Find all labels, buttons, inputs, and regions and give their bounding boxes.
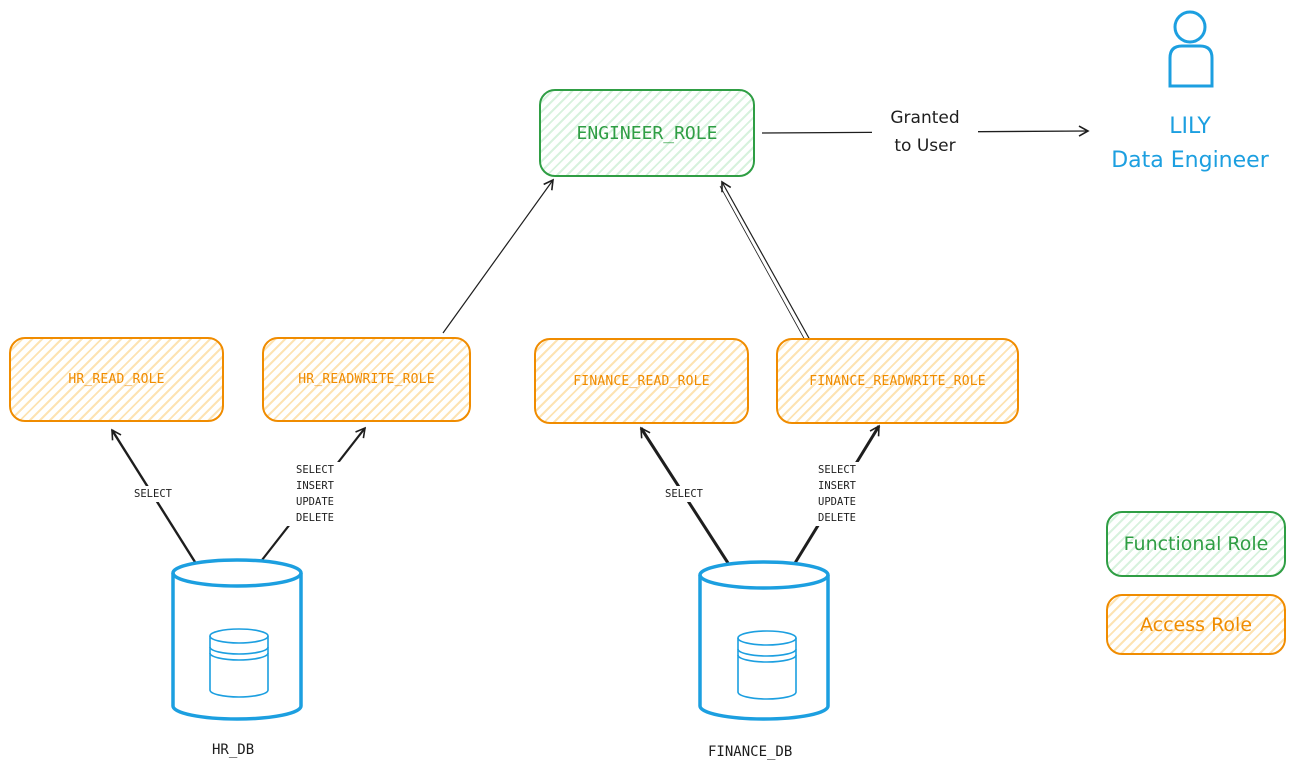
hr-readwrite-role-label: HR_READWRITE_ROLE [298, 372, 435, 387]
grant-label: Granted to User [872, 104, 978, 160]
hr-readwrite-role-box: HR_READWRITE_ROLE [262, 337, 471, 422]
finance-db-cylinder [698, 560, 830, 721]
hr-db-label: HR_DB [212, 742, 255, 758]
privilege-update: UPDATE [296, 496, 334, 508]
privilege-delete: DELETE [296, 512, 334, 524]
privilege-delete: DELETE [818, 512, 856, 524]
legend-access-role: Access Role [1106, 594, 1286, 655]
privilege-select: SELECT [665, 488, 703, 500]
privilege-update: UPDATE [818, 496, 856, 508]
finance-readwrite-role-label: FINANCE_READWRITE_ROLE [809, 373, 986, 389]
user-title: Data Engineer [1111, 148, 1269, 173]
legend-access-label: Access Role [1139, 613, 1253, 636]
finance-read-role-label: FINANCE_READ_ROLE [573, 373, 710, 389]
grant-label-line2: to User [894, 136, 956, 156]
privilege-select: SELECT [134, 488, 172, 500]
finance-readwrite-role-box: FINANCE_READWRITE_ROLE [776, 338, 1019, 424]
user-caption: LILY Data Engineer [1080, 110, 1300, 178]
finance-readwrite-privileges: SELECT INSERT UPDATE DELETE [806, 462, 868, 526]
privilege-select: SELECT [818, 464, 856, 476]
database-icon [737, 630, 797, 700]
user-icon [1168, 10, 1214, 88]
user-name: LILY [1169, 114, 1211, 139]
engineer-role-box: ENGINEER_ROLE [539, 89, 755, 177]
hr-readwrite-to-engineer-arrow [442, 178, 554, 334]
grant-label-line1: Granted [890, 108, 960, 128]
privilege-insert: INSERT [296, 480, 334, 492]
hr-read-privileges: SELECT [124, 486, 182, 502]
finance-readwrite-to-engineer-arrow [721, 180, 811, 341]
finance-read-role-box: FINANCE_READ_ROLE [534, 338, 749, 424]
legend-functional-role: Functional Role [1106, 511, 1286, 577]
database-icon [209, 628, 269, 698]
privilege-select: SELECT [296, 464, 334, 476]
finance-read-privileges: SELECT [655, 486, 713, 502]
hr-read-role-box: HR_READ_ROLE [9, 337, 224, 422]
hr-read-role-label: HR_READ_ROLE [68, 372, 165, 387]
hr-db-cylinder [171, 558, 303, 721]
legend-functional-label: Functional Role [1123, 533, 1269, 555]
hr-readwrite-privileges: SELECT INSERT UPDATE DELETE [284, 462, 346, 526]
finance-db-label: FINANCE_DB [708, 744, 793, 760]
engineer-role-label: ENGINEER_ROLE [576, 122, 718, 144]
privilege-insert: INSERT [818, 480, 856, 492]
